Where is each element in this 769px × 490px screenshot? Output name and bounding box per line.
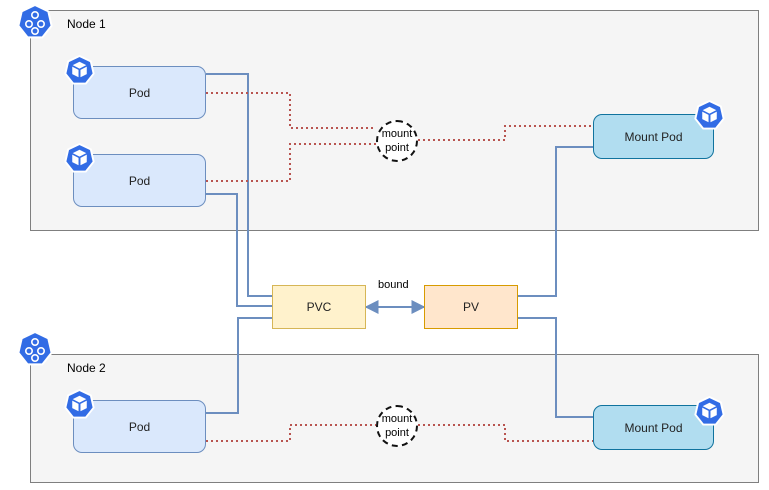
mount-pod-2[interactable]: Mount Pod	[593, 405, 714, 450]
mount-link-pod2	[206, 143, 376, 182]
kubernetes-pod-icon	[64, 55, 95, 86]
kubernetes-pod-icon	[694, 100, 725, 131]
mount-point-node-1: mount point	[376, 120, 418, 162]
node-2-label: Node 2	[67, 361, 106, 375]
mount-pod-1[interactable]: Mount Pod	[593, 114, 714, 159]
mount-link-pod3	[206, 424, 376, 442]
link-pod2-pvc	[206, 193, 272, 307]
mount-point-line1: mount	[381, 413, 413, 425]
mount-point-node-2: mount point	[376, 405, 418, 447]
pv-box[interactable]: PV	[424, 285, 518, 329]
pod-2[interactable]: Pod	[73, 154, 206, 207]
link-pod3-pvc	[206, 317, 272, 414]
link-pv-mountpod2	[518, 317, 593, 418]
mount-link-mountpod2	[418, 424, 593, 442]
mount-point-line2: point	[385, 427, 409, 439]
mount-link-mountpod1	[418, 125, 593, 141]
kubernetes-pod-icon	[64, 143, 95, 174]
mount-point-line1: mount	[381, 128, 413, 140]
kubernetes-node-icon	[17, 4, 53, 40]
mount-point-line2: point	[385, 142, 409, 154]
kubernetes-pod-icon	[694, 396, 725, 427]
pod-3[interactable]: Pod	[73, 400, 206, 453]
mount-link-pod1	[206, 92, 376, 129]
kubernetes-pod-icon	[64, 389, 95, 420]
link-pv-mountpod1	[518, 146, 593, 297]
kubernetes-node-icon	[17, 331, 53, 367]
pvc-box[interactable]: PVC	[272, 285, 366, 329]
bound-label: bound	[378, 279, 409, 291]
link-pod1-pvc	[206, 73, 272, 297]
node-1-label: Node 1	[67, 17, 106, 31]
pod-1[interactable]: Pod	[73, 66, 206, 119]
